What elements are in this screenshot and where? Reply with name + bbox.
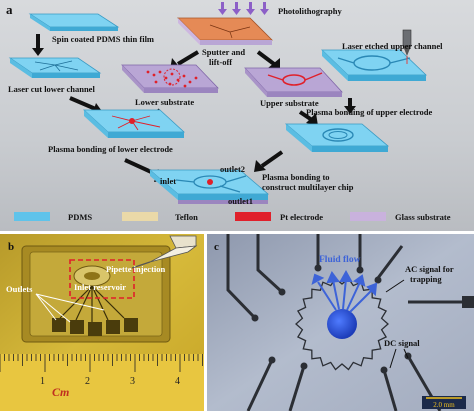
panel-divider-vertical [204,231,207,411]
legend: PDMS Teflon Pt electrode Glass substrate [14,212,451,222]
trapping-ring [295,277,389,371]
ac-pointer-line [385,279,405,293]
dc-pointer-lines [389,348,409,369]
electrode-pads [251,264,474,374]
panel-divider-horizontal [0,231,474,234]
arrow-upper-bond-1 [298,110,314,122]
laser-head-icon [402,29,412,64]
outlets-label: Outlets [6,284,33,294]
legend-swatch-pt-electrode [235,212,271,221]
legend-label-pt-electrode: Pt electrode [280,212,323,222]
legend-label-pdms: PDMS [68,212,92,222]
step-sputter-label-2: lift-off [209,57,232,67]
chip-inlet-label: inlet [160,176,176,186]
scale-bar-label: 2.0 mm [433,401,455,409]
arrow-upper-bond-2-head [344,106,356,114]
arrow-sputter-right [256,50,276,66]
arrow-upper-bond-1-head [306,113,318,126]
ruler-number-2: 2 [85,376,90,387]
arrow-spin-down-head [32,48,44,56]
spin-coated-film [28,13,120,31]
step-bond-upper-label: Plasma bonding of upper electrode [306,107,432,117]
step-bond-lower-label: Plasma bonding of lower electrode [48,144,173,154]
step-bond-multi-label-2: construct multilayer chip [262,182,354,192]
upper-channel-slab [321,49,427,81]
pipette-injection-label: Pipette injection [106,264,166,274]
step-laser-upper-label: Laser etched upper channel [342,41,443,51]
legend-item-glass: Glass substrate [350,212,451,222]
chip-photo [21,245,171,343]
legend-item-pdms: PDMS [14,212,92,222]
arrow-sputter-left [176,50,200,66]
outlets-pointer-lines [35,293,105,323]
photolithography-slab [177,17,273,45]
lower-channel-slab [8,57,102,78]
ac-signal-label-2: trapping [410,274,442,284]
step-lower-substrate-label: Lower substrate [135,97,194,107]
bonded-lower-slab [82,109,186,138]
legend-item-pt-electrode: Pt electrode [235,212,323,222]
legend-swatch-teflon [122,212,158,221]
arrow-lower-bond-1 [69,96,99,112]
step-bond-multi-label-1: Plasma bonding to [262,172,330,182]
ruler-number-3: 3 [130,376,135,387]
ruler-number-1: 1 [40,376,45,387]
chip-outlet2-label: outlet2 [220,164,245,174]
scale-bar: 2.0 mm [422,396,466,409]
legend-label-glass: Glass substrate [395,212,451,222]
ruler: Cm 1 2 3 4 [0,354,204,411]
step-photolithography-label: Photolithography [278,6,343,16]
ruler-unit-label: Cm [52,385,69,399]
legend-label-teflon: Teflon [175,212,198,222]
upper-substrate-slab [244,67,343,97]
bonded-upper-slab [284,123,390,152]
step-spin-label: Spin coated PDMS thin film [52,34,154,44]
chip-outlet1-label: outlet1 [228,196,253,206]
arrow-final-right-head [254,160,266,172]
panel-a: a Spin coated PDMS thin film Laser cut l… [0,0,474,231]
panel-b: b Pipette injection Inlet reservoir Outl… [0,234,204,411]
step-laser-lower-label: Laser cut lower channel [8,84,95,94]
ruler-number-4: 4 [175,376,180,387]
reservoir-highlight-box [69,259,135,299]
inlet-reservoir-label: Inlet reservoir [74,282,126,292]
step-sputter-label-1: Sputter and [202,47,245,57]
legend-swatch-pdms [14,212,50,221]
legend-item-teflon: Teflon [122,212,198,222]
multilayer-chip [148,169,270,204]
panel-a-letter: a [6,2,13,17]
pipette-icon [131,235,198,269]
fluid-inlet-dot [327,309,357,339]
panel-c-letter: c [214,241,219,253]
ac-signal-label-1: AC signal for [405,264,454,274]
legend-swatch-glass [350,212,386,221]
lower-substrate-slab [121,64,219,93]
panel-c: Fluid flow c AC signal for trapping DC s… [207,234,474,411]
uv-arrows [218,2,269,15]
fluid-flow-label: Fluid flow [319,255,361,265]
step-upper-substrate-label: Upper substrate [260,98,319,108]
dc-signal-label: DC signal [384,338,420,348]
arrow-final-right [260,150,284,168]
flow-arrows [311,269,378,313]
panel-b-letter: b [8,241,14,253]
